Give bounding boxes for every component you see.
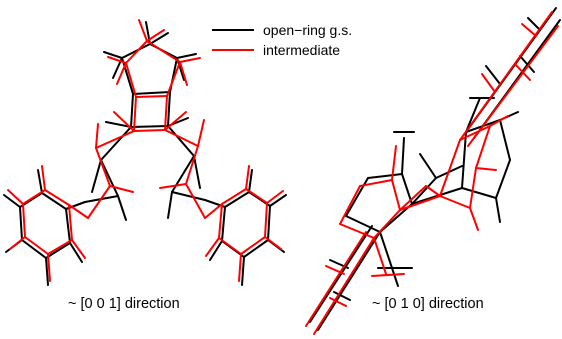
molecule-view-010 xyxy=(305,7,561,335)
ground-state-structure-001 xyxy=(3,21,287,286)
caption-view-001: ~ [0 0 1] direction xyxy=(68,296,180,312)
legend-label-ground-state: open−ring g.s. xyxy=(263,22,352,38)
legend-label-intermediate: intermediate xyxy=(263,42,340,58)
molecule-view-001 xyxy=(3,19,287,286)
caption-view-010: ~ [0 1 0] direction xyxy=(372,296,484,312)
intermediate-structure-001 xyxy=(7,19,284,282)
intermediate-structure-010 xyxy=(305,11,559,335)
legend: open−ring g.s. intermediate xyxy=(212,22,352,58)
